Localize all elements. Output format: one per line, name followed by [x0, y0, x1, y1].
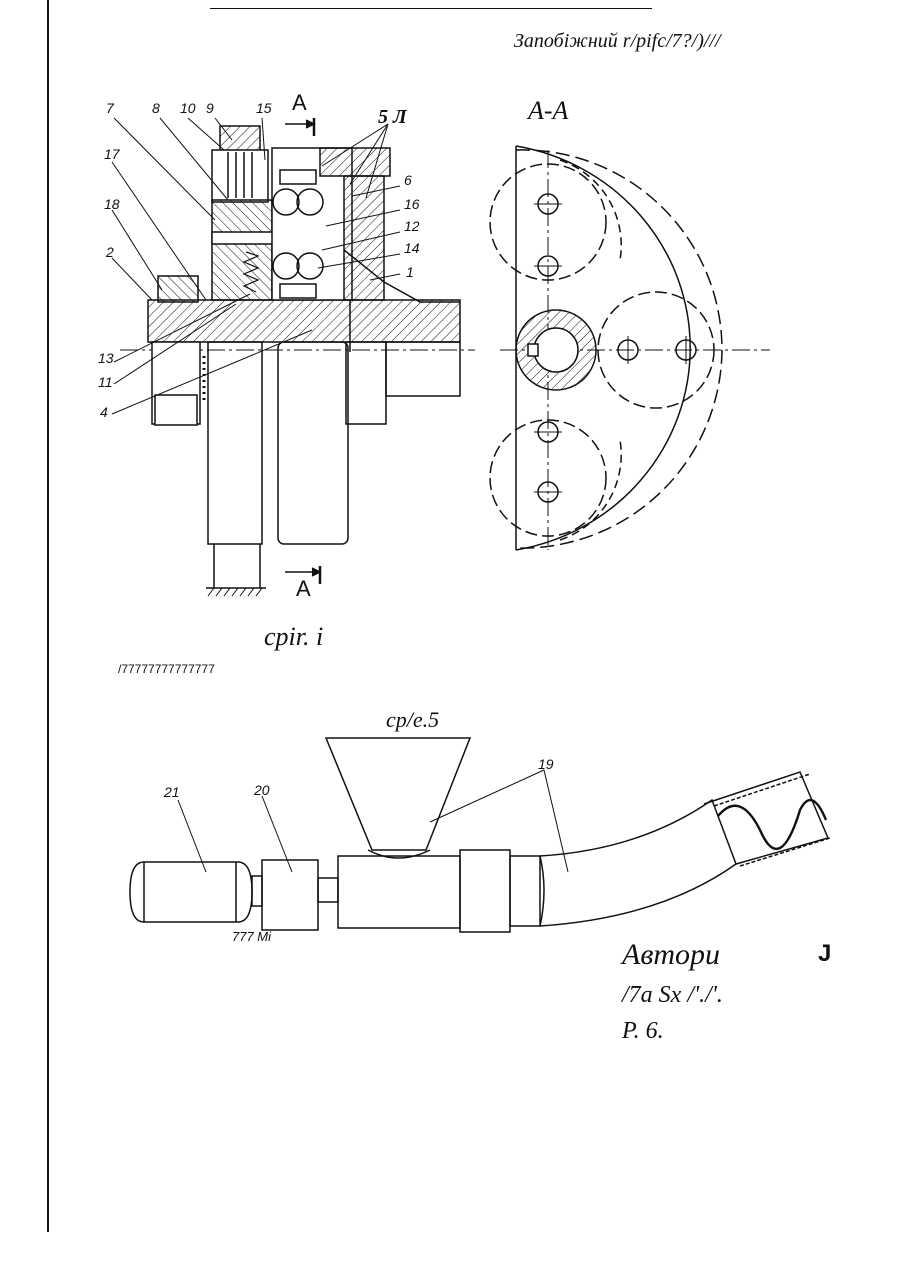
part-number-1: 1: [406, 264, 414, 280]
authors-label: Автори: [622, 938, 720, 972]
part-number-7: 7: [106, 100, 114, 116]
part-number-19: 19: [538, 756, 554, 772]
part-number-4: 4: [100, 404, 108, 420]
figure5-caption: cp/e.5: [386, 707, 439, 733]
dimension-text: 777 Mi: [232, 929, 271, 944]
part-number-20: 20: [254, 782, 270, 798]
figure1-caption: cpir. i: [264, 622, 323, 652]
authors-mark: J: [818, 940, 831, 968]
part-number-14: 14: [404, 240, 420, 256]
part-number-17: 17: [104, 146, 120, 162]
shaft: [148, 300, 460, 342]
part-number-10: 10: [180, 100, 196, 116]
authors-line-1: /7a Sx /'./'.: [622, 982, 723, 1009]
part-number-12: 12: [404, 218, 420, 234]
section-view-label: A-A: [528, 96, 568, 126]
part-number-21: 21: [164, 784, 180, 800]
section-a-a-view: [490, 146, 770, 550]
part-number-11: 11: [98, 374, 113, 390]
figure5-feeder-assembly: [130, 738, 830, 932]
part-number-6: 6: [404, 172, 412, 188]
callout-5-label: 5 Л: [378, 106, 407, 129]
part-number-16: 16: [404, 196, 420, 212]
part-number-8: 8: [152, 100, 160, 116]
section-marker-top: A: [292, 90, 307, 116]
figure1-footnote: /77777777777777: [118, 662, 215, 676]
part-number-15: 15: [256, 100, 272, 116]
figure1-coupling-section: [112, 118, 475, 596]
part-number-18: 18: [104, 196, 120, 212]
part-number-2: 2: [106, 244, 114, 260]
part-number-13: 13: [98, 350, 114, 366]
part-number-9: 9: [206, 100, 214, 116]
section-marker-bottom: A: [296, 576, 311, 602]
authors-line-2: P. 6.: [622, 1018, 664, 1045]
